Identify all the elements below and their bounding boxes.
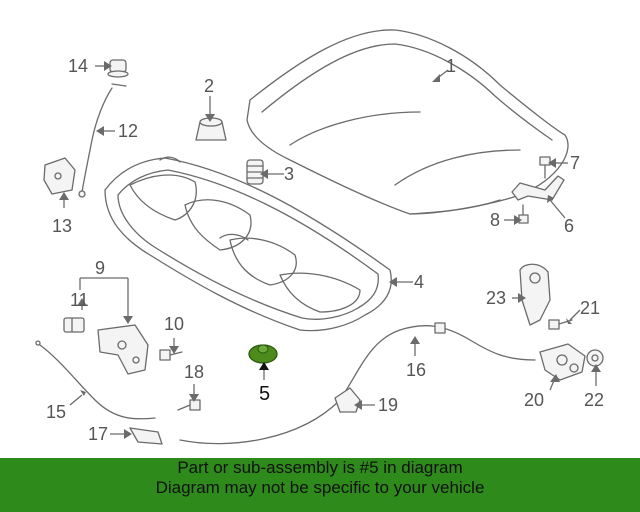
release-cable-15 (35, 340, 156, 420)
callout-20: 20 (524, 390, 544, 410)
hood-prop-rod (78, 83, 127, 198)
leader-arrowheads (59, 61, 601, 439)
callout-12: 12 (118, 121, 138, 141)
hood-cushion (246, 159, 264, 185)
callout-21: 21 (580, 298, 600, 318)
nut-22 (586, 349, 604, 367)
banner-line-2: Diagram may not be specific to your vehi… (155, 478, 485, 497)
callout-6: 6 (564, 216, 574, 236)
release-handle (334, 387, 361, 413)
callout-11: 11 (70, 290, 89, 310)
callout-17: 17 (88, 424, 108, 444)
callout-10: 10 (164, 314, 184, 334)
prop-rod-grommet (107, 59, 129, 78)
callout-1: 1 (446, 56, 456, 76)
leader-lines (63, 65, 597, 435)
hood-striker (519, 263, 551, 326)
callout-18: 18 (184, 362, 204, 382)
prop-rod-holder (43, 157, 76, 195)
hood-lock (539, 343, 586, 381)
callout-15: 15 (46, 402, 66, 422)
callout-9: 9 (95, 258, 105, 278)
callout-4: 4 (414, 272, 424, 292)
callout-7: 7 (570, 153, 580, 173)
hood-panel (246, 29, 569, 215)
bolt-21 (548, 319, 573, 330)
banner-line-1: Part or sub-assembly is #5 in diagram (177, 458, 463, 477)
bolt-10 (159, 349, 183, 361)
bolt-18 (177, 399, 201, 411)
hood-bracket (511, 175, 565, 201)
bolt-7 (539, 156, 551, 179)
callout-labels: 1 2 3 4 5 6 7 8 9 10 11 12 13 14 15 16 1… (46, 56, 604, 444)
callout-8: 8 (490, 210, 500, 230)
hood-inner-panel (104, 156, 392, 332)
callout-3: 3 (284, 164, 294, 184)
callout-5: 5 (259, 383, 270, 405)
hood-switch (63, 317, 85, 333)
cable-bracket-17 (129, 427, 163, 445)
hood-clip-part-5 (248, 344, 278, 364)
callout-22: 22 (584, 390, 604, 410)
callout-2: 2 (204, 76, 214, 96)
callout-13: 13 (52, 216, 72, 236)
callout-23: 23 (486, 288, 506, 308)
callout-14: 14 (68, 56, 88, 76)
notice-banner: Part or sub-assembly is #5 in diagram Di… (0, 458, 640, 512)
callout-16: 16 (406, 360, 426, 380)
hood-bumper (195, 117, 227, 141)
hood-latch (97, 324, 149, 375)
release-cable-16 (179, 322, 536, 445)
callout-19: 19 (378, 395, 398, 415)
